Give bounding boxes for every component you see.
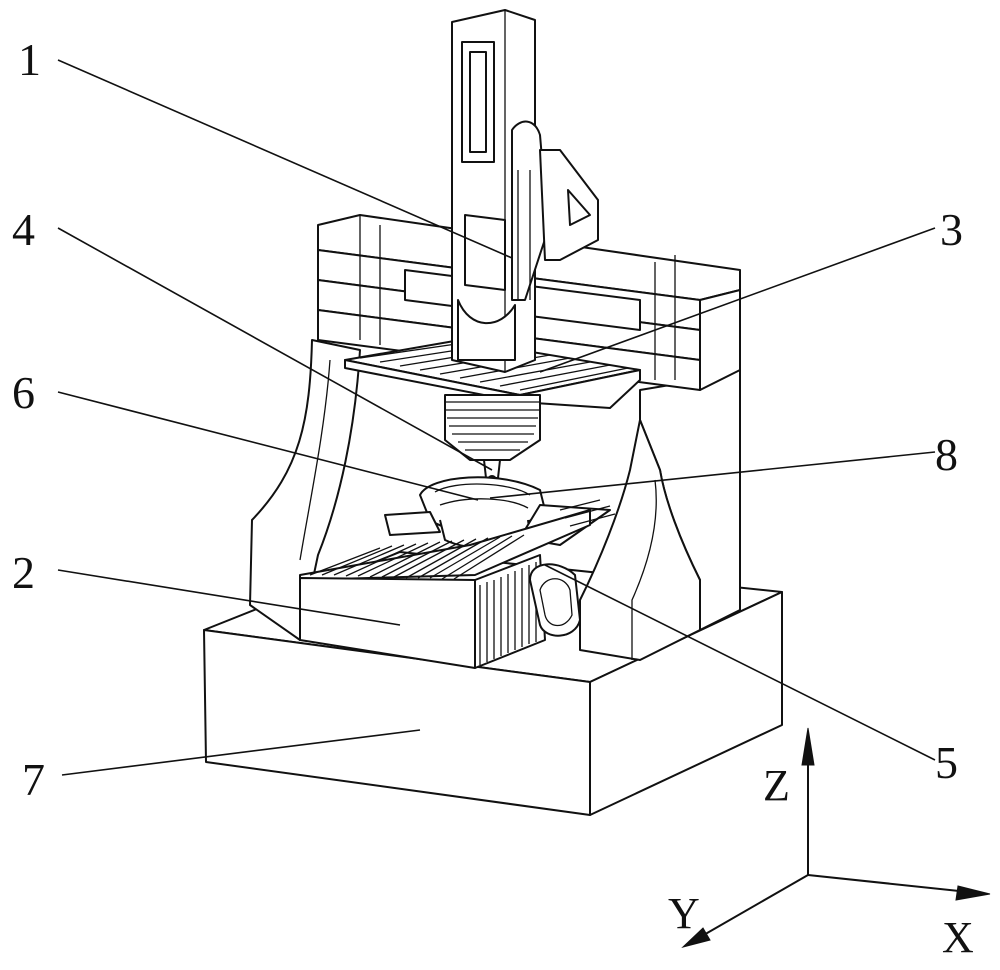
y-axis-line bbox=[695, 875, 808, 940]
y-axis-label: Y bbox=[668, 889, 700, 938]
spindle-assembly bbox=[445, 395, 540, 484]
callout-2: 2 bbox=[12, 547, 35, 598]
callout-3: 3 bbox=[940, 204, 963, 255]
leader-1 bbox=[58, 60, 512, 258]
z-axis-label: Z bbox=[763, 761, 790, 810]
callout-4: 4 bbox=[12, 204, 35, 255]
callout-1: 1 bbox=[18, 34, 41, 85]
x-axis-label: X bbox=[942, 913, 974, 962]
x-axis-arrow bbox=[956, 886, 990, 900]
callout-5: 5 bbox=[935, 737, 958, 788]
leader-6 bbox=[58, 392, 478, 500]
callout-8: 8 bbox=[935, 429, 958, 480]
callout-6: 6 bbox=[12, 367, 35, 418]
x-axis-line bbox=[808, 875, 978, 893]
callout-7: 7 bbox=[22, 754, 45, 805]
z-axis-arrow bbox=[802, 728, 814, 765]
